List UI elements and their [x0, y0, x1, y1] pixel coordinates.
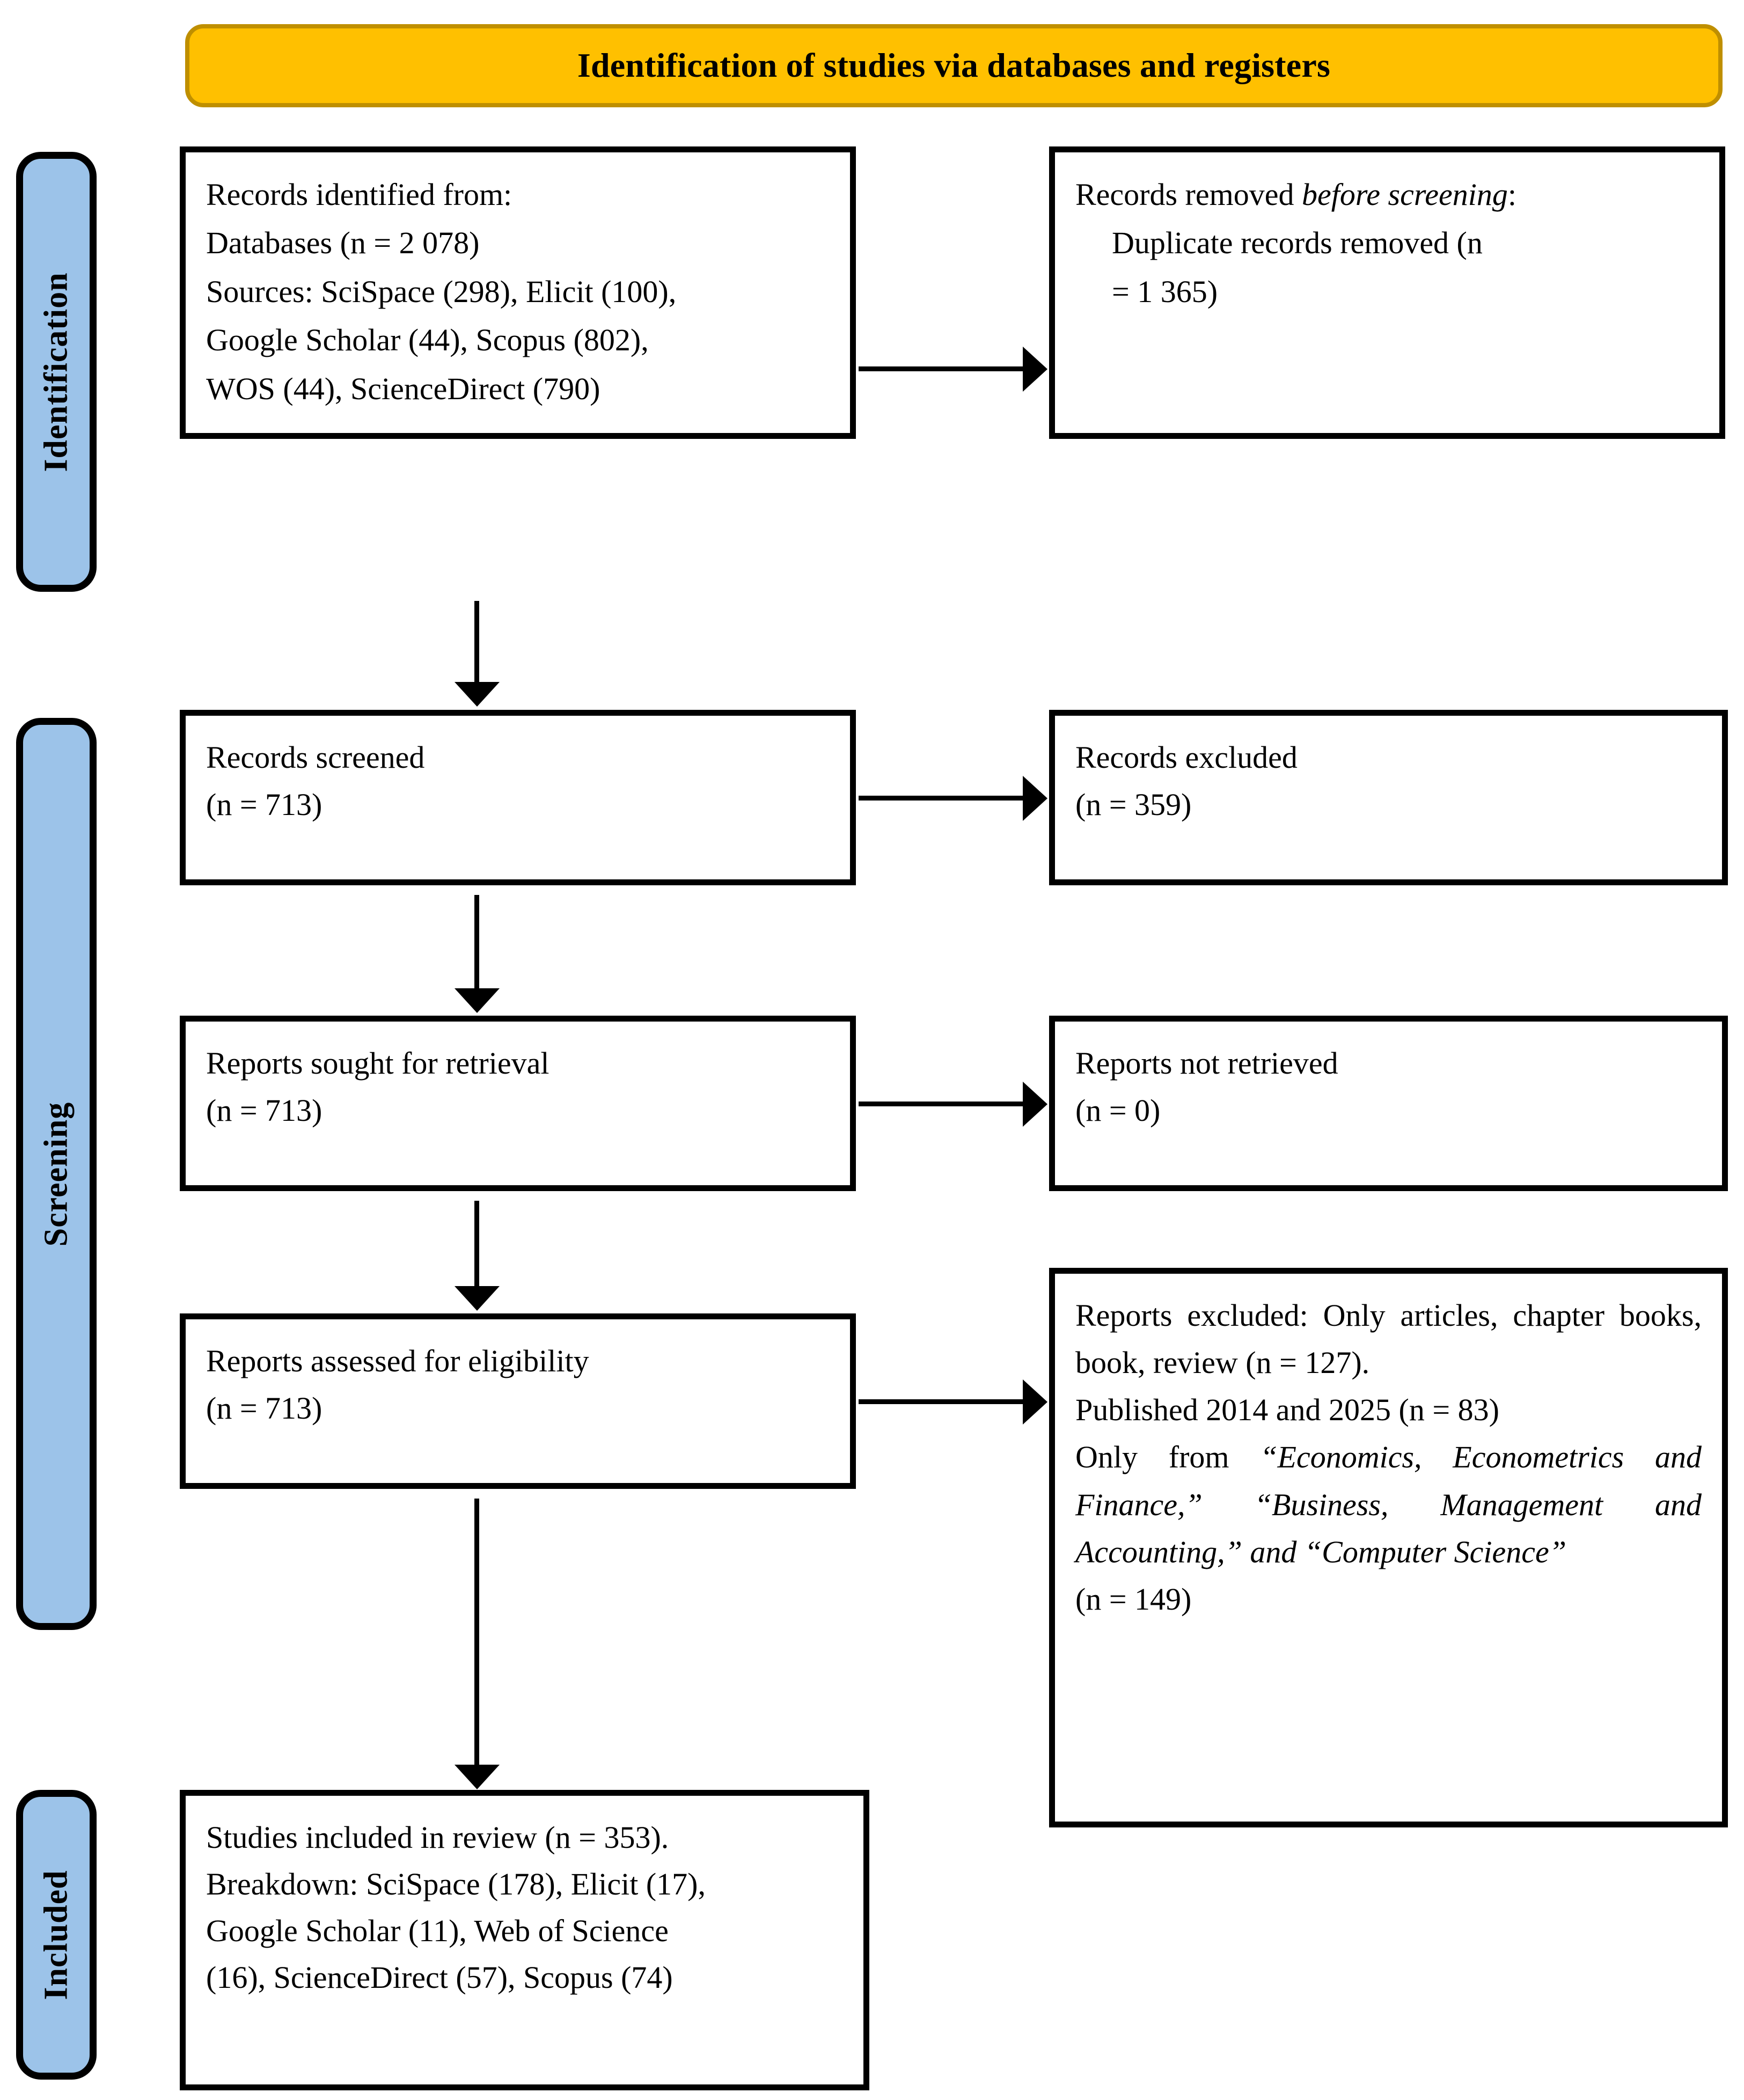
arrow-sought-to-not-retrieved: [859, 1102, 1023, 1106]
studies-included-line-3: Google Scholar (11), Web of Science: [206, 1913, 669, 1948]
reports-excluded-reason-3-prefix: Only from: [1075, 1440, 1261, 1475]
diagram-header-banner: Identification of studies via databases …: [185, 24, 1723, 107]
records-removed-suffix: :: [1507, 177, 1516, 212]
box-reports-not-retrieved: Reports not retrieved (n = 0): [1049, 1016, 1728, 1191]
box-reports-excluded-detail: Reports excluded: Only articles, chapter…: [1049, 1268, 1728, 1827]
reports-excluded-reason-1: Reports excluded: Only articles, chapter…: [1075, 1298, 1702, 1381]
arrow-identified-to-screened: [474, 601, 479, 684]
records-screened-label: Records screened: [206, 740, 425, 775]
records-identified-line-1: Records identified from:: [206, 177, 512, 212]
arrow-identified-to-removed: [859, 366, 1023, 371]
records-identified-line-2: Databases (n = 2 078): [206, 225, 480, 261]
studies-included-line-1: Studies included in review (n = 353).: [206, 1820, 669, 1855]
stage-label-text: Included: [38, 1869, 75, 2000]
arrow-screened-to-excluded: [859, 796, 1023, 801]
stage-label-identification: Identification: [16, 152, 97, 592]
reports-excluded-subject-areas: “Economics, Econometrics and Finance,” “…: [1075, 1440, 1702, 1569]
page-title: Identification of studies via databases …: [577, 46, 1331, 85]
records-excluded-count: (n = 359): [1075, 787, 1192, 823]
box-records-removed: Records removed before screening: Duplic…: [1049, 146, 1725, 439]
records-identified-line-5: WOS (44), ScienceDirect (790): [206, 371, 600, 406]
reports-sought-count: (n = 713): [206, 1093, 323, 1128]
records-removed-emphasis: before screening: [1301, 177, 1508, 212]
stage-label-text: Identification: [38, 271, 75, 472]
box-records-screened: Records screened (n = 713): [180, 710, 856, 885]
studies-included-line-4: (16), ScienceDirect (57), Scopus (74): [206, 1960, 673, 1995]
records-screened-count: (n = 713): [206, 787, 323, 823]
records-identified-line-4: Google Scholar (44), Scopus (802),: [206, 322, 649, 358]
reports-not-retrieved-label: Reports not retrieved: [1075, 1046, 1338, 1081]
box-studies-included: Studies included in review (n = 353). Br…: [180, 1790, 869, 2090]
stage-label-text: Screening: [38, 1102, 75, 1246]
records-removed-prefix: Records removed: [1075, 177, 1302, 212]
reports-not-retrieved-count: (n = 0): [1075, 1093, 1161, 1128]
box-records-excluded: Records excluded (n = 359): [1049, 710, 1728, 885]
arrow-sought-to-assessed: [474, 1201, 479, 1288]
reports-assessed-count: (n = 713): [206, 1391, 323, 1426]
reports-sought-label: Reports sought for retrieval: [206, 1046, 549, 1081]
box-records-identified: Records identified from: Databases (n = …: [180, 146, 856, 439]
records-identified-line-3: Sources: SciSpace (298), Elicit (100),: [206, 274, 677, 309]
records-removed-heading: Records removed before screening:: [1075, 171, 1699, 219]
box-reports-sought: Reports sought for retrieval (n = 713): [180, 1016, 856, 1191]
stage-label-included: Included: [16, 1790, 97, 2080]
duplicate-records-line-2: = 1 365): [1112, 274, 1218, 309]
box-reports-assessed: Reports assessed for eligibility (n = 71…: [180, 1313, 856, 1489]
stage-label-screening: Screening: [16, 718, 97, 1630]
arrow-assessed-to-reports-excluded: [859, 1399, 1023, 1404]
arrow-assessed-to-included: [474, 1499, 479, 1767]
studies-included-line-2: Breakdown: SciSpace (178), Elicit (17),: [206, 1867, 706, 1901]
arrow-screened-to-sought: [474, 895, 479, 990]
reports-excluded-reason-3: Only from “Economics, Econometrics and F…: [1075, 1434, 1702, 1575]
duplicate-records-line-1: Duplicate records removed (n: [1112, 225, 1483, 261]
reports-excluded-count: (n = 149): [1075, 1581, 1192, 1617]
records-excluded-label: Records excluded: [1075, 740, 1298, 775]
reports-excluded-reason-2: Published 2014 and 2025 (n = 83): [1075, 1392, 1499, 1428]
reports-assessed-label: Reports assessed for eligibility: [206, 1343, 589, 1378]
